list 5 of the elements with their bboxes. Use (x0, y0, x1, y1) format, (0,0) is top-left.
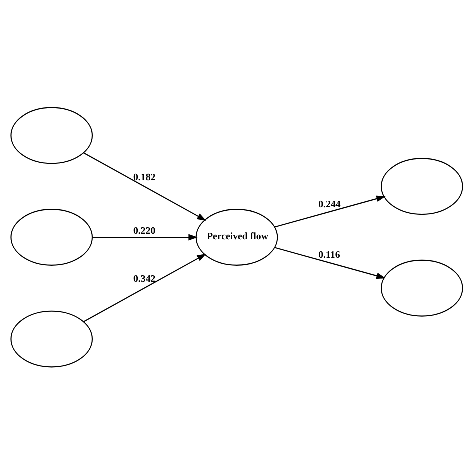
edge-label: 0.182 (133, 172, 156, 183)
edge-label: 0.220 (133, 226, 156, 237)
edge-label: 0.244 (318, 198, 341, 210)
edge-label: 0.116 (318, 250, 340, 261)
edge-label: 0.342 (133, 274, 156, 285)
